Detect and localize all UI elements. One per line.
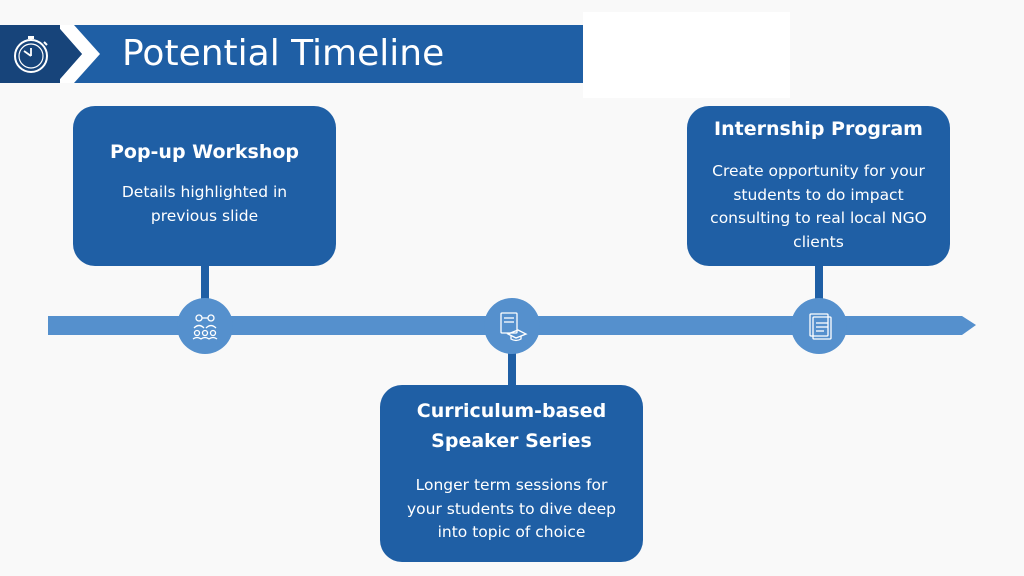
stopwatch-icon [14,36,48,73]
milestone-title: Internship Program [714,118,923,140]
timeline-node-2 [484,298,540,354]
connector-2 [508,350,516,386]
blank-panel [583,12,790,98]
milestone-description: Details highlighted in previous slide [121,183,288,225]
milestone-card-2: Curriculum-based Speaker Series Longer t… [380,385,643,562]
milestone-description: Create opportunity for your students to … [710,162,927,251]
connector-3 [815,264,823,304]
documents-icon [809,313,832,340]
milestone-card-3: Internship Program Create opportunity fo… [687,106,950,266]
title-banner-icon-block [0,25,70,83]
milestone-title: Curriculum-based Speaker Series [416,400,607,452]
timeline-node-1 [177,298,233,354]
milestone-title: Pop-up Workshop [109,141,300,163]
milestone-card-1: Pop-up Workshop Details highlighted in p… [73,106,336,266]
presentation-board-icon [500,312,528,342]
connector-1 [201,264,209,304]
people-network-icon [192,314,218,340]
timeline-node-3 [791,298,847,354]
chevron-arrow-icon [60,25,100,83]
page-title: Potential Timeline [122,33,445,74]
milestone-description: Longer term sessions for your students t… [406,476,617,541]
